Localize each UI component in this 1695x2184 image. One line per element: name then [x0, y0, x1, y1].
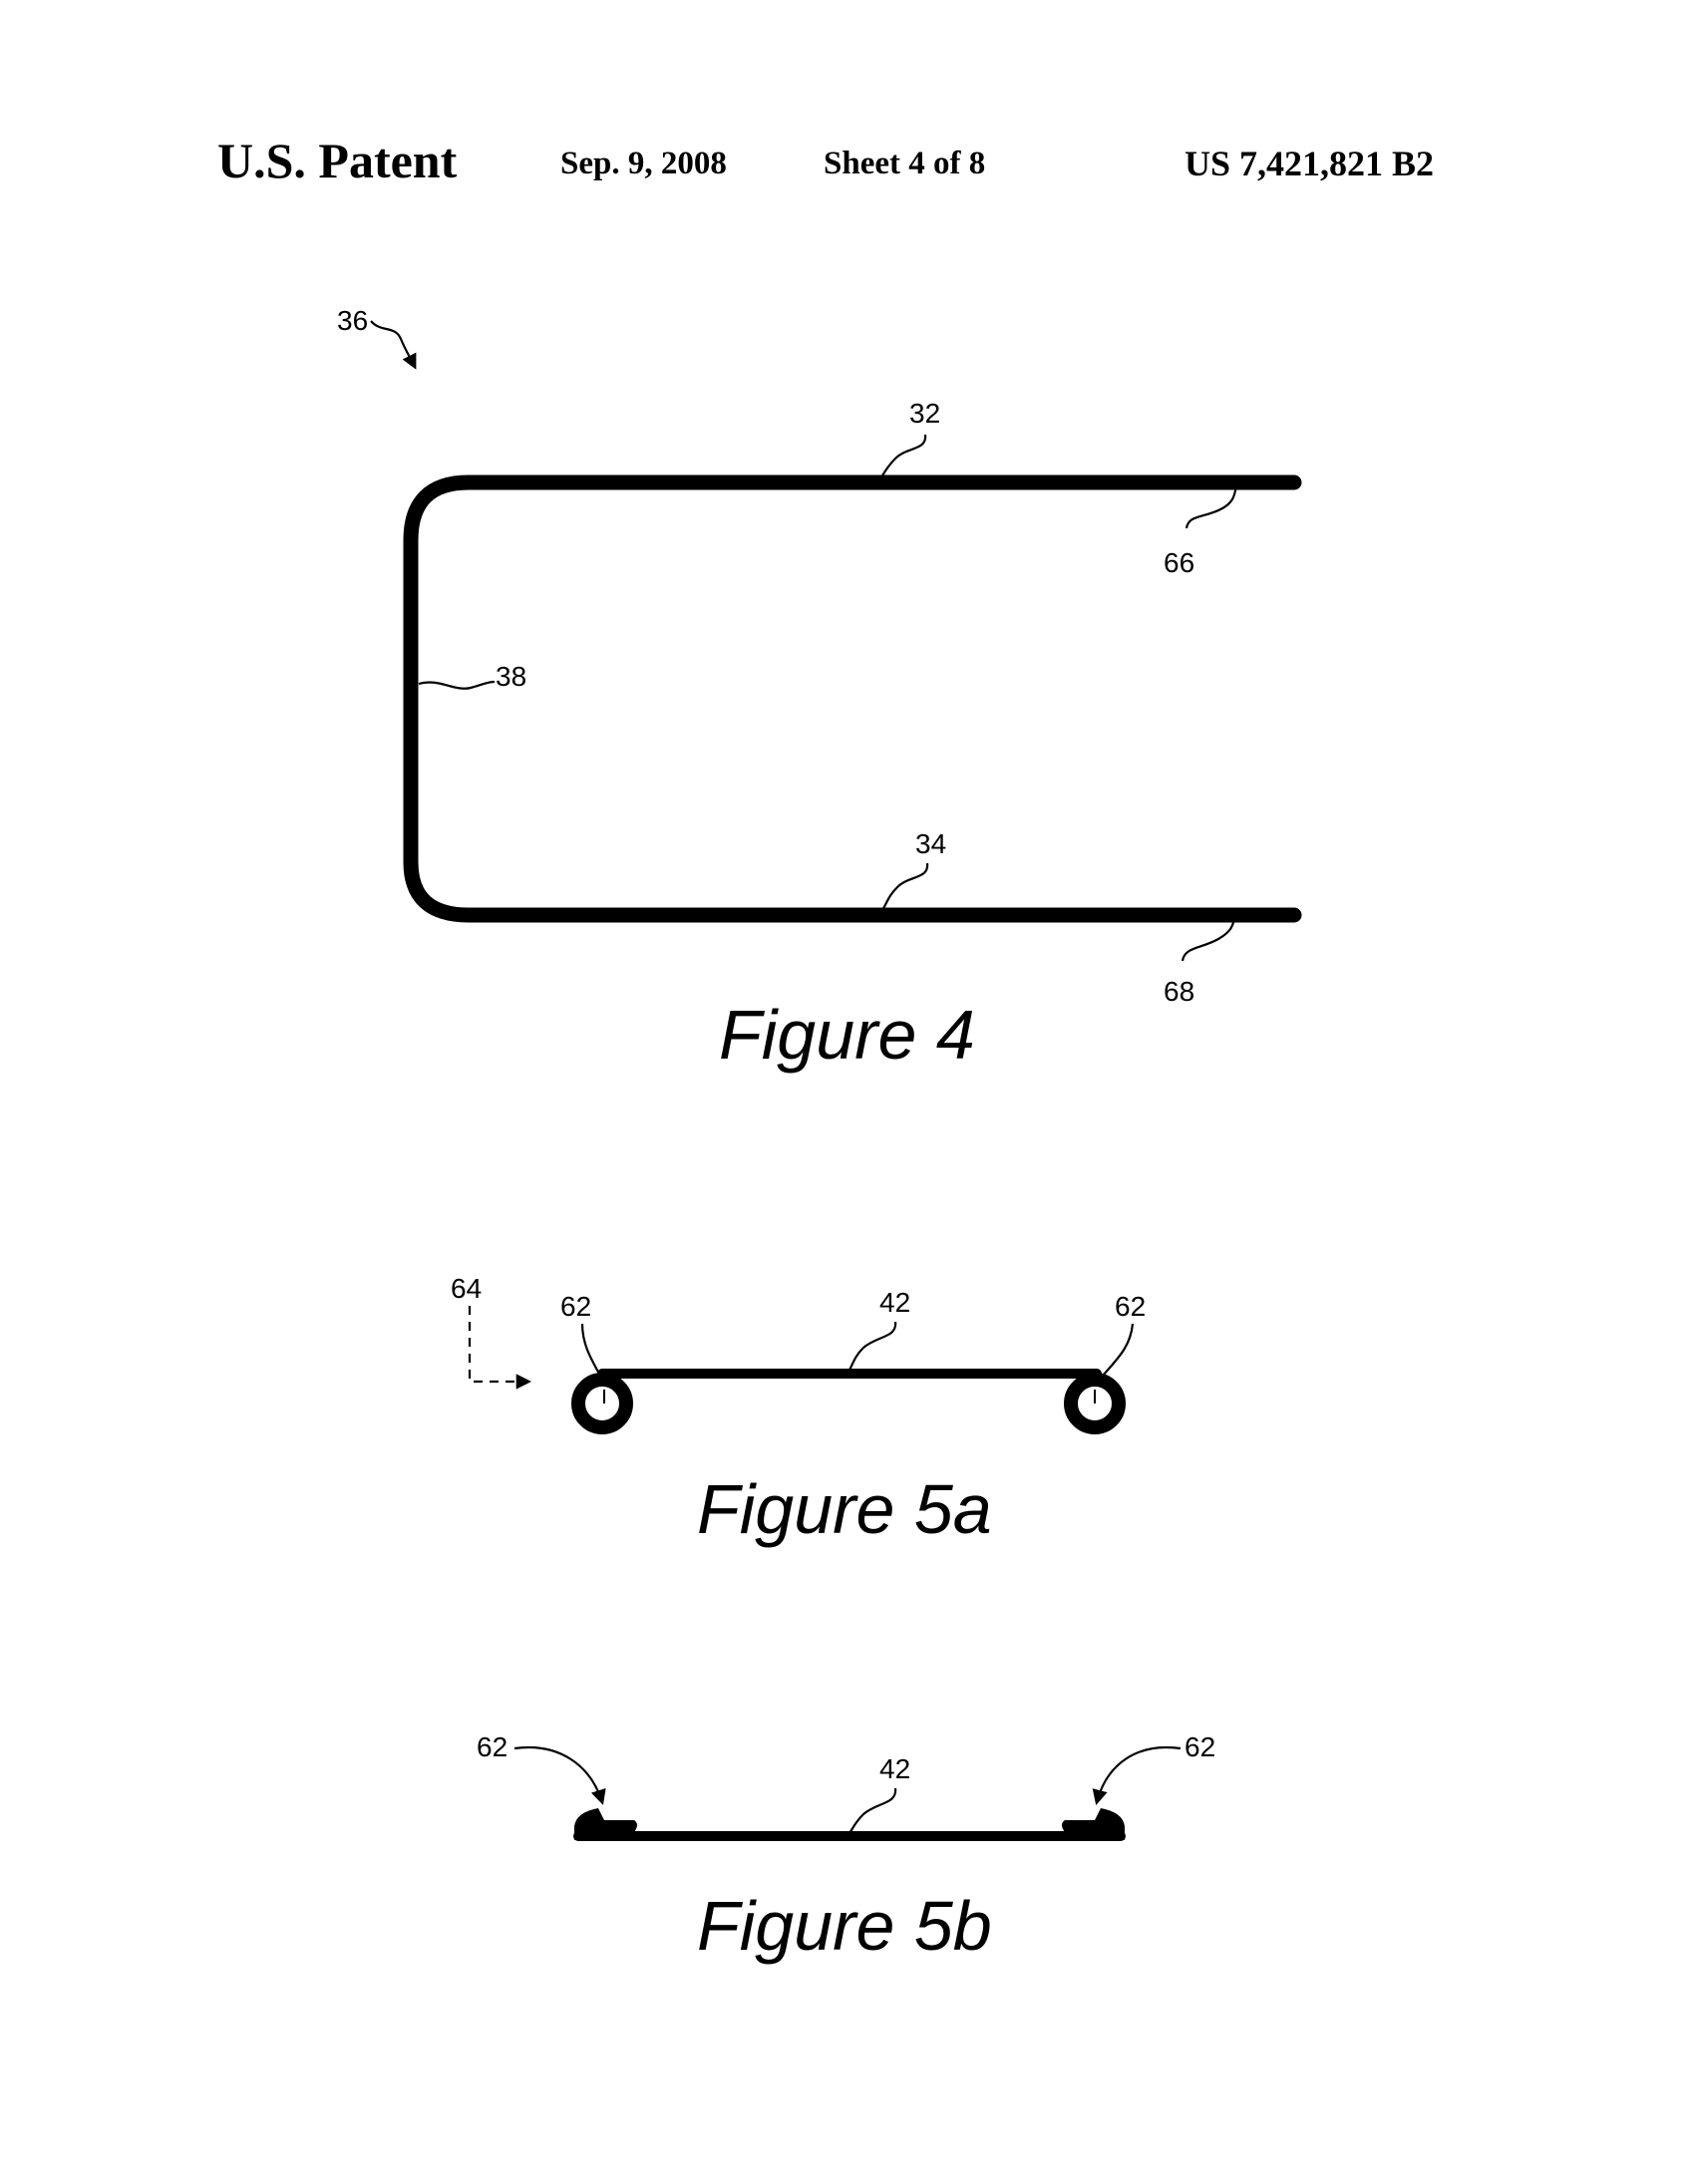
leader-34 [878, 862, 929, 916]
leader-68 [1181, 918, 1236, 962]
leader-62-left [580, 1323, 601, 1377]
leader-36 [370, 320, 417, 370]
ref-label-62-left: 62 [560, 1291, 591, 1322]
ref-label-68: 68 [1164, 976, 1194, 1007]
header-title: U.S. Patent [217, 133, 458, 188]
figure-5b: 62 42 62 Figure 5b [477, 1731, 1215, 1965]
rolled-edge-right [1064, 1373, 1126, 1434]
figure-5a: 64 62 42 62 Figure 5a [451, 1273, 1146, 1548]
figure-4: 36 32 66 38 34 68 Figure 4 [337, 305, 1302, 1074]
header-sheet-number: Sheet 4 of 8 [824, 146, 986, 181]
ref-label-64: 64 [451, 1273, 482, 1304]
ref-label-42-5b: 42 [879, 1753, 910, 1784]
ref-label-66: 66 [1164, 547, 1194, 578]
leader-42-5b [847, 1787, 897, 1837]
ref-label-42-5a: 42 [879, 1287, 910, 1318]
folded-edge-left [574, 1808, 637, 1840]
header-patent-number: US 7,421,821 B2 [1185, 144, 1435, 183]
header-date: Sep. 9, 2008 [560, 146, 727, 181]
ref-label-36: 36 [337, 305, 368, 336]
leader-32 [876, 434, 927, 483]
u-shaped-body [403, 474, 1302, 923]
figure-4-caption: Figure 4 [719, 996, 975, 1074]
ref-label-62-left-5b: 62 [477, 1731, 508, 1762]
leader-62-right-5b [1092, 1745, 1182, 1805]
folded-edge-right [1062, 1808, 1125, 1840]
leader-38 [418, 680, 496, 690]
ref-label-62-right: 62 [1115, 1291, 1146, 1322]
section-arrow-64 [468, 1306, 532, 1390]
ref-label-62-right-5b: 62 [1185, 1731, 1215, 1762]
leader-62-left-5b [513, 1745, 606, 1805]
leader-42-5a [847, 1321, 897, 1375]
figure-5b-caption: Figure 5b [697, 1887, 992, 1965]
ref-label-34: 34 [915, 828, 946, 859]
figure-5a-caption: Figure 5a [697, 1470, 992, 1548]
leader-62-right [1102, 1323, 1135, 1377]
ref-label-32: 32 [909, 398, 940, 429]
leader-66 [1185, 485, 1238, 529]
ref-label-38: 38 [496, 661, 526, 692]
rolled-edge-left [571, 1373, 633, 1434]
